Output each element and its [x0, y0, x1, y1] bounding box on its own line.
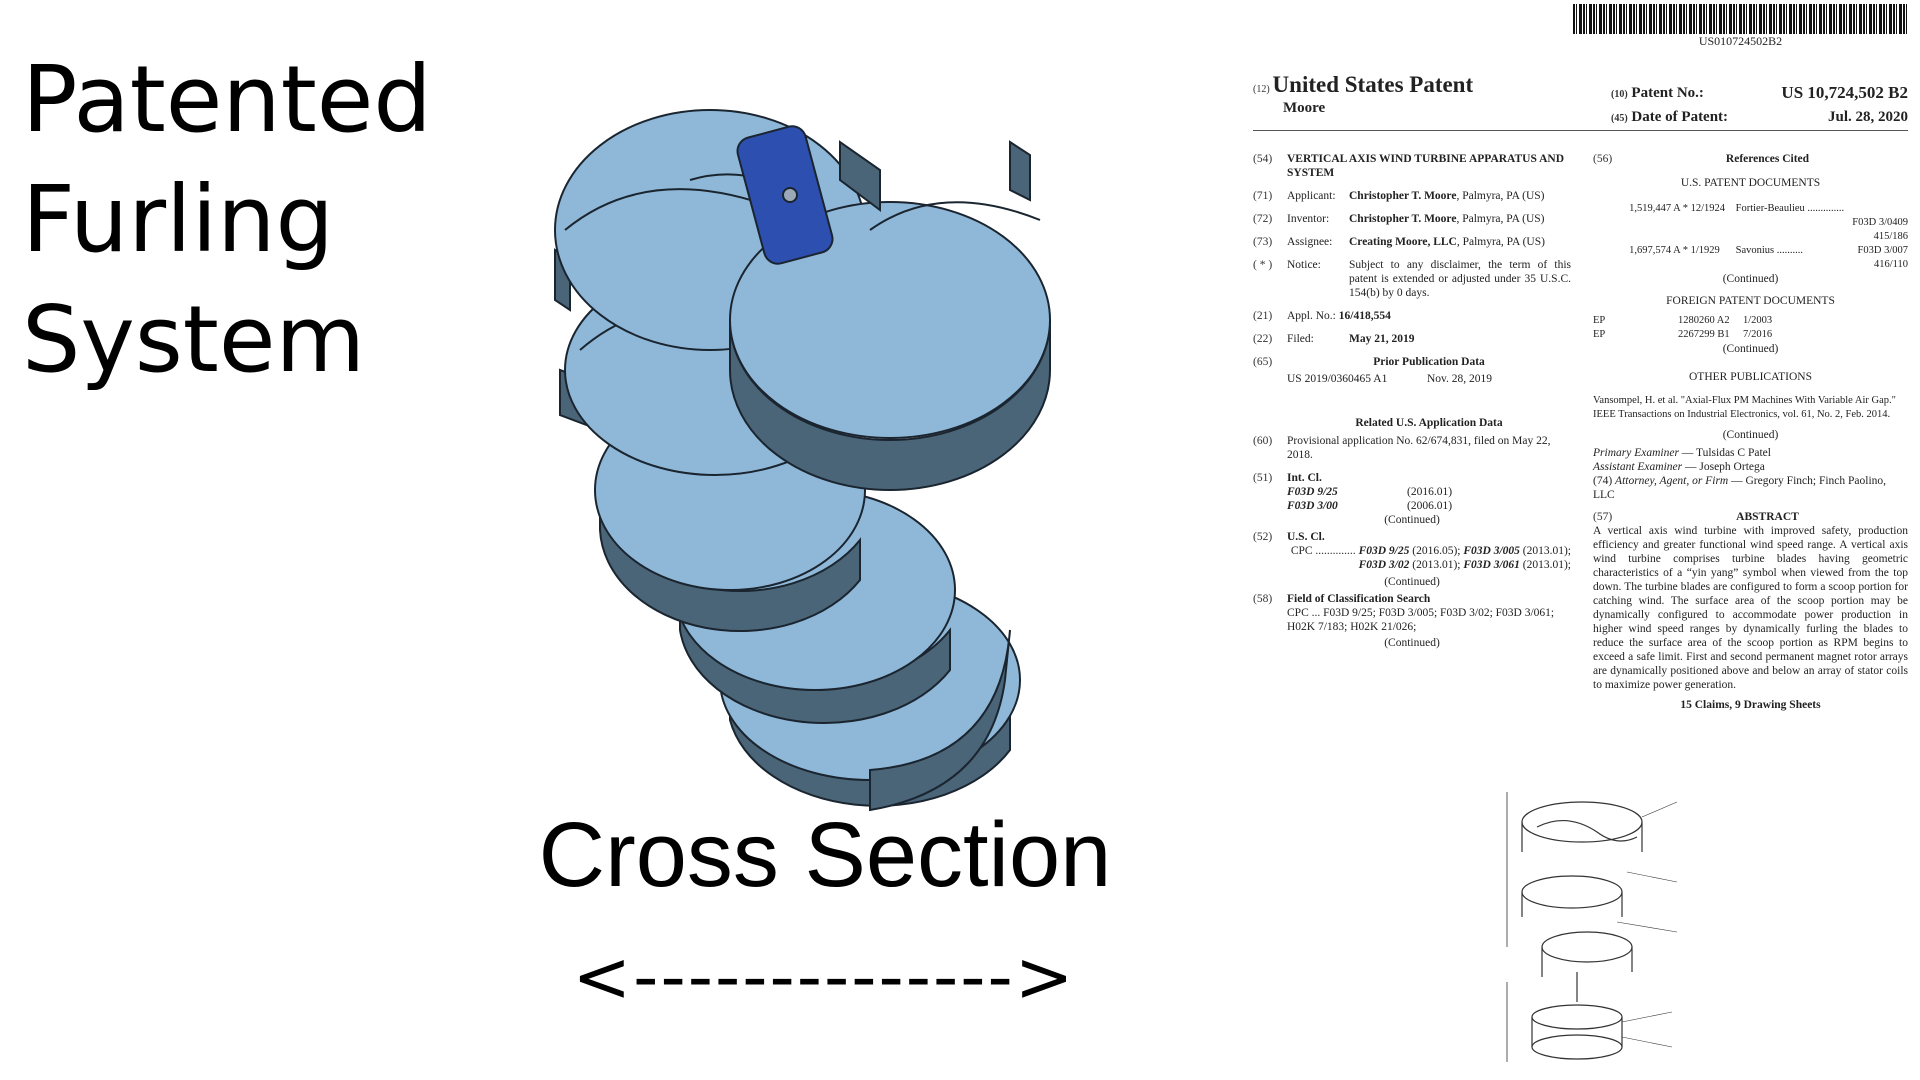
divider — [1253, 130, 1908, 131]
cross-section-caption: Cross Section — [538, 804, 1112, 906]
blade-bottom-scoop — [869, 629, 1011, 812]
mounting-plate — [736, 125, 834, 265]
patent-right-column: (56)References Cited U.S. PATENT DOCUMEN… — [1593, 153, 1908, 711]
abstract-text: A vertical axis wind turbine with improv… — [1593, 525, 1908, 691]
title-line: Patented — [22, 46, 432, 153]
patent-date: Jul. 28, 2020 — [1827, 109, 1908, 125]
barcode-number: US010724502B2 — [1698, 34, 1783, 48]
inventor-short: Moore — [1283, 100, 1326, 116]
patent-left-column: (54)VERTICAL AXIS WIND TURBINE APPARATUS… — [1253, 153, 1571, 649]
abstract-heading: ABSTRACT — [1736, 511, 1799, 523]
patent-front-page: US010724502B2 (12) United States Patent … — [1253, 0, 1908, 780]
slide-title: Patented Furling System — [22, 40, 432, 400]
turbine-cross-section-render — [554, 109, 1051, 812]
title-line: Furling — [22, 166, 334, 273]
patent-drawing-figure — [1506, 792, 1678, 1062]
patent-header-right: (10) Patent No.:US 10,724,502 B2 (45) Da… — [1611, 82, 1908, 130]
patent-header-left: (12) United States Patent Moore — [1253, 72, 1474, 116]
disc-upper-right — [729, 140, 1051, 491]
patent-number: US 10,724,502 B2 — [1781, 83, 1908, 102]
patent-title: VERTICAL AXIS WIND TURBINE APPARATUS AND… — [1287, 153, 1565, 179]
claims-summary: 15 Claims, 9 Drawing Sheets — [1680, 699, 1821, 711]
double-arrow-icon: <--------------> — [572, 936, 1076, 1018]
patent-type: United States Patent — [1272, 72, 1474, 97]
title-line: System — [22, 286, 366, 393]
barcode-icon — [1573, 4, 1908, 34]
